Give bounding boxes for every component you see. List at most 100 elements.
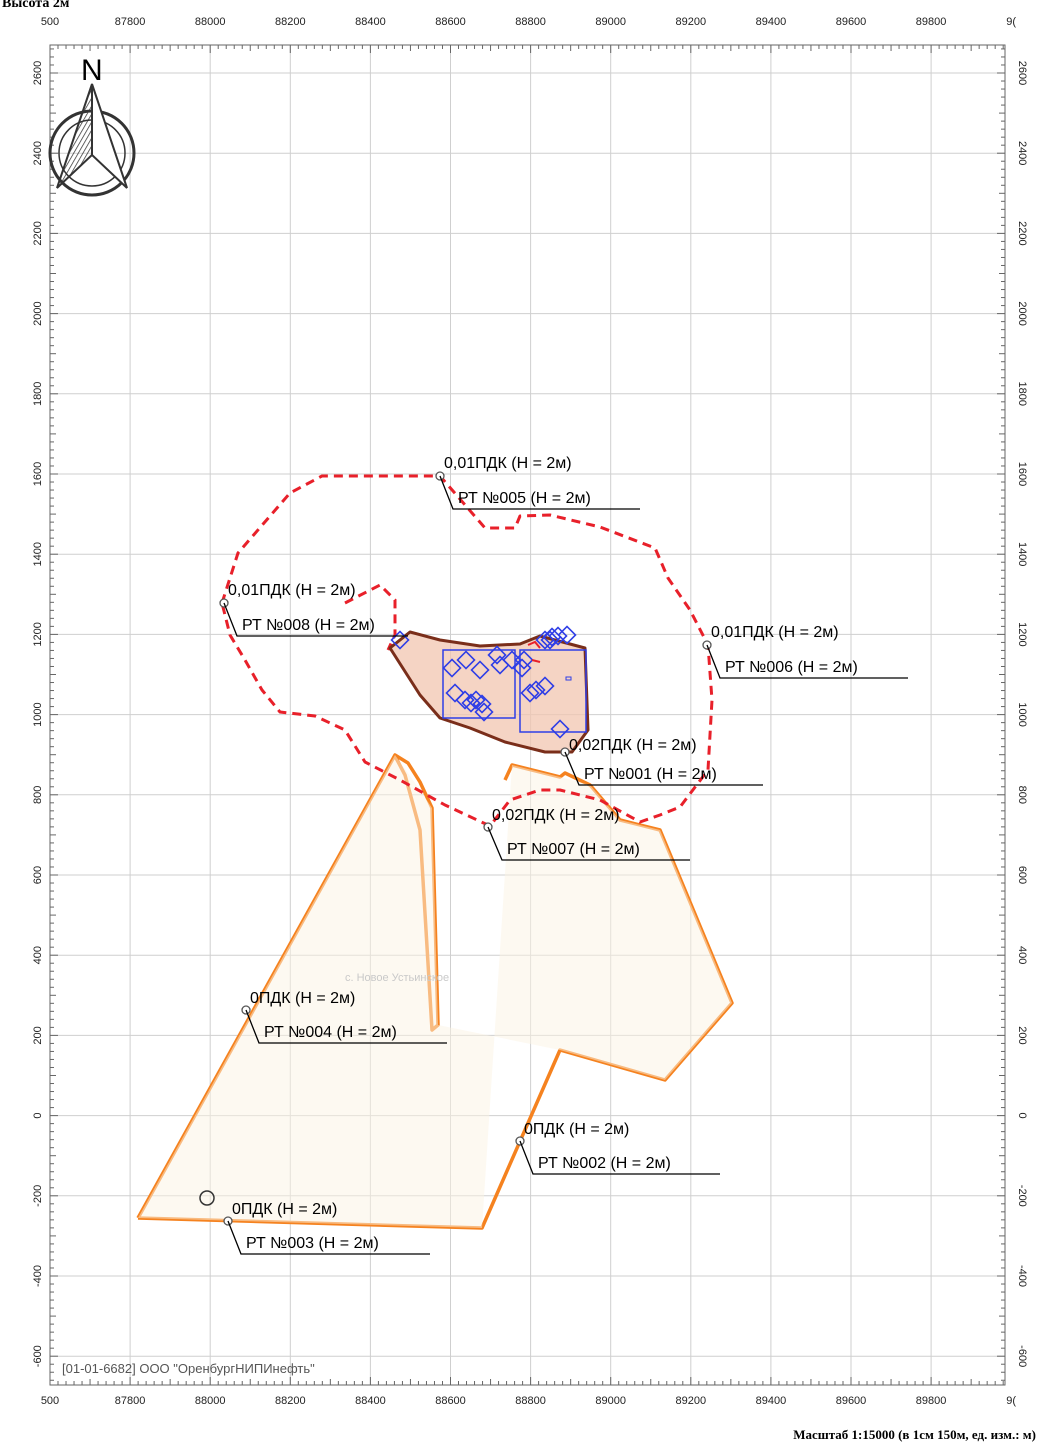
y-tick-label-right: 2000 [1016, 301, 1028, 325]
y-tick-label-left: 2000 [32, 301, 44, 325]
point-concentration-label: 0,02ПДК (Н = 2м) [492, 807, 620, 824]
reference-circle [199, 1190, 215, 1206]
point-concentration-label: 0ПДК (Н = 2м) [250, 990, 355, 1007]
x-tick-label-bottom: 9( [1006, 1395, 1016, 1407]
y-tick-label-right: 1200 [1016, 622, 1028, 646]
y-tick-label-left: 1800 [32, 382, 44, 406]
y-tick-label-right: 0 [1016, 1113, 1028, 1119]
emission-source-marker [557, 625, 577, 645]
x-tick-label-bottom: 88400 [355, 1395, 386, 1407]
emission-source-marker [442, 658, 462, 678]
x-tick-label-bottom: 500 [41, 1395, 59, 1407]
y-tick-label-right: 400 [1016, 946, 1028, 964]
y-tick-label-right: 200 [1016, 1026, 1028, 1044]
emission-source-marker [526, 680, 546, 700]
point-id-label: РТ №001 (Н = 2м) [584, 766, 717, 783]
y-tick-label-right: 1400 [1016, 542, 1028, 566]
x-tick-label-bottom: 88600 [435, 1395, 466, 1407]
isoline-zero-pdk-fill [138, 755, 732, 1228]
calculation-point: 0ПДК (Н = 2м)РТ №002 (Н = 2м) [515, 1121, 720, 1175]
y-tick-label-left: 400 [32, 946, 44, 964]
point-leader-line [223, 602, 408, 637]
point-concentration-label: 0,01ПДК (Н = 2м) [444, 455, 572, 472]
point-id-label: РТ №002 (Н = 2м) [538, 1155, 671, 1172]
y-tick-label-right: 1800 [1016, 382, 1028, 406]
x-tick-label-bottom: 89200 [676, 1395, 707, 1407]
point-concentration-label: 0ПДК (Н = 2м) [232, 1201, 337, 1218]
point-concentration-label: 0,01ПДК (Н = 2м) [711, 624, 839, 641]
y-tick-label-left: 2600 [32, 61, 44, 85]
x-tick-label-bottom: 88200 [275, 1395, 306, 1407]
point-id-label: РТ №007 (Н = 2м) [507, 841, 640, 858]
y-tick-label-right: -400 [1016, 1265, 1028, 1287]
x-tick-label-top: 88200 [275, 16, 306, 28]
x-tick-label-bottom: 89000 [595, 1395, 626, 1407]
x-tick-label-top: 89400 [756, 16, 787, 28]
emission-source-marker [474, 702, 494, 722]
x-tick-label-top: 500 [41, 16, 59, 28]
point-concentration-label: 0,02ПДК (Н = 2м) [569, 737, 697, 754]
point-concentration-label: 0,01ПДК (Н = 2м) [228, 582, 356, 599]
point-leader-line [439, 475, 640, 510]
x-tick-label-bottom: 89600 [836, 1395, 867, 1407]
point-id-label: РТ №006 (Н = 2м) [725, 659, 858, 676]
emission-source-marker [456, 650, 476, 670]
calculation-point: 0,02ПДК (Н = 2м) РТ №001 (Н = 2м) [560, 737, 763, 786]
point-leader-line [245, 1009, 447, 1044]
x-tick-label-bottom: 89400 [756, 1395, 787, 1407]
calculation-point: 0,02ПДК (Н = 2м) РТ №007 (Н = 2м) [483, 807, 690, 861]
emission-source-marker [487, 645, 507, 665]
y-tick-label-right: 2600 [1016, 61, 1028, 85]
x-tick-label-bottom: 89800 [916, 1395, 947, 1407]
calculation-point: 0ПДК (Н = 2м) РТ №003 (Н = 2м) [223, 1201, 430, 1255]
point-leader-line [706, 644, 908, 679]
source-area-east [519, 649, 587, 733]
y-tick-label-left: 2400 [32, 141, 44, 165]
y-tick-label-left: -200 [32, 1185, 44, 1207]
calculation-point: 0,01ПДК (Н = 2м) РТ №006 (Н = 2м) [702, 624, 908, 679]
calculation-point: 0ПДК (Н = 2м)РТ №004 (Н = 2м) [241, 990, 447, 1044]
x-tick-label-top: 88800 [515, 16, 546, 28]
x-tick-label-top: 89600 [836, 16, 867, 28]
x-tick-label-top: 89000 [595, 16, 626, 28]
y-tick-label-left: 1400 [32, 542, 44, 566]
emission-source-marker [535, 676, 555, 696]
y-tick-label-right: 1000 [1016, 702, 1028, 726]
isoline-002-pdk [344, 583, 397, 651]
y-tick-label-left: 1000 [32, 702, 44, 726]
emission-source-marker [514, 650, 534, 670]
source-marker-red [527, 640, 541, 663]
y-tick-label-left: -600 [32, 1345, 44, 1367]
calculation-point: 0,01ПДК (Н = 2м) РТ №005 (Н = 2м) [435, 455, 640, 510]
emission-source-marker [466, 690, 486, 710]
y-tick-label-left: 2200 [32, 221, 44, 245]
point-id-label: РТ №008 (Н = 2м) [242, 617, 375, 634]
x-tick-label-top: 88400 [355, 16, 386, 28]
x-tick-label-bottom: 88000 [195, 1395, 226, 1407]
axis-ticks: 5005008780087800880008800088200882008840… [32, 16, 1028, 1407]
y-tick-label-right: -600 [1016, 1345, 1028, 1367]
emission-source-marker [512, 658, 532, 678]
isoline-001-pdk [220, 474, 714, 828]
y-tick-label-left: 0 [32, 1113, 44, 1119]
point-id-label: РТ №005 (Н = 2м) [458, 490, 591, 507]
emission-source-marker [550, 719, 570, 739]
point-id-label: РТ №003 (Н = 2м) [246, 1235, 379, 1252]
x-tick-label-top: 89200 [676, 16, 707, 28]
calculation-points: 0,01ПДК (Н = 2м)РТ №005 (Н = 2м)0,01ПДК … [219, 455, 908, 1255]
emission-source-marker [470, 660, 490, 680]
point-leader-line [564, 751, 763, 786]
y-tick-label-right: 2400 [1016, 141, 1028, 165]
y-tick-label-left: -400 [32, 1265, 44, 1287]
y-tick-label-right: 1600 [1016, 462, 1028, 486]
point-leader-line [487, 826, 690, 861]
calculation-point: 0,01ПДК (Н = 2м) РТ №008 (Н = 2м) [219, 582, 408, 637]
y-tick-label-right: -200 [1016, 1185, 1028, 1207]
village-label: с. Новое Устьинское [345, 972, 449, 984]
y-tick-label-right: 600 [1016, 866, 1028, 884]
x-tick-label-top: 9( [1006, 16, 1016, 28]
point-leader-line [519, 1140, 720, 1175]
y-tick-label-left: 1600 [32, 462, 44, 486]
y-tick-label-left: 800 [32, 786, 44, 804]
